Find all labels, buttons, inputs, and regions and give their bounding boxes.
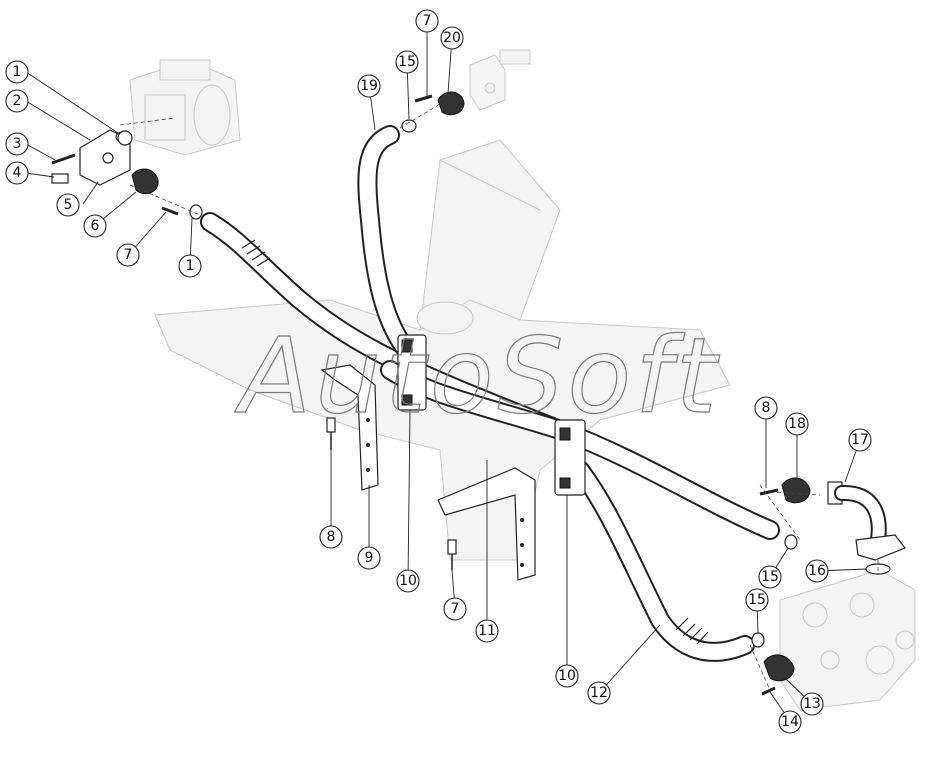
flange-20 [437, 91, 465, 116]
svg-text:8: 8 [762, 400, 771, 416]
svg-text:8: 8 [327, 529, 336, 545]
svg-text:7: 7 [451, 601, 460, 617]
oring-1 [117, 130, 203, 220]
callout-10b: 10 [555, 664, 579, 688]
callout-7a: 7 [116, 243, 140, 267]
callout-2: 2 [5, 89, 29, 113]
svg-text:1: 1 [13, 64, 22, 80]
svg-text:7: 7 [124, 247, 133, 263]
pump-ghost [129, 59, 241, 156]
svg-text:11: 11 [478, 623, 496, 639]
callout-7b: 7 [415, 9, 439, 33]
svg-text:15: 15 [748, 592, 766, 608]
clamp-right [554, 419, 586, 496]
bolt-14 [761, 686, 776, 696]
svg-text:10: 10 [558, 668, 576, 684]
bolt-8-right [759, 488, 779, 496]
hose-ribs [241, 239, 709, 645]
svg-text:6: 6 [91, 218, 100, 234]
flange-6 [131, 168, 159, 195]
clamp-left [397, 334, 427, 411]
callout-11: 11 [475, 619, 499, 643]
svg-text:15: 15 [398, 54, 416, 70]
callout-15b: 15 [758, 565, 782, 589]
svg-text:5: 5 [64, 197, 73, 213]
hose-19 [357, 125, 425, 370]
callout-12: 12 [587, 681, 611, 705]
hose-12 [570, 460, 755, 662]
callout-14: 14 [778, 710, 802, 734]
elbow-17 [827, 481, 906, 561]
bracket-11 [437, 467, 536, 581]
svg-text:19: 19 [360, 78, 378, 94]
bolt-7-top [414, 94, 433, 103]
callout-19: 19 [357, 74, 381, 98]
autosoft-watermark: AutoSoft [233, 314, 721, 437]
svg-text:3: 3 [13, 136, 22, 152]
valve-ghost [779, 569, 916, 711]
callout-3: 3 [5, 132, 29, 156]
callout-10a: 10 [396, 569, 420, 593]
svg-text:16: 16 [808, 563, 826, 579]
callout-17: 17 [848, 428, 872, 452]
svg-text:15: 15 [761, 569, 779, 585]
svg-text:AutoSoft: AutoSoft [234, 315, 721, 437]
callout-13: 13 [800, 692, 824, 716]
svg-text:10: 10 [399, 573, 417, 589]
flange-13 [763, 654, 795, 682]
svg-text:17: 17 [851, 432, 869, 448]
svg-text:13: 13 [803, 696, 821, 712]
callout-15c: 15 [745, 588, 769, 612]
svg-text:18: 18 [788, 416, 806, 432]
callout-5: 5 [56, 193, 80, 217]
callout-1b: 1 [178, 254, 202, 278]
callout-8b: 8 [754, 396, 778, 420]
callout-15a: 15 [395, 50, 419, 74]
svg-text:2: 2 [13, 93, 22, 109]
callout-18: 18 [785, 412, 809, 436]
callout-9: 9 [357, 546, 381, 570]
callout-1a: 1 [5, 60, 29, 84]
fitting-4 [51, 173, 69, 184]
oring-15-top [401, 119, 417, 133]
callout-6: 6 [83, 214, 107, 238]
svg-text:12: 12 [590, 685, 608, 701]
bracket-9 [320, 364, 379, 491]
svg-text:1: 1 [186, 258, 195, 274]
svg-text:4: 4 [13, 165, 22, 181]
flange-18 [781, 477, 811, 504]
chassis-frame-ghost [154, 139, 731, 561]
callout-16: 16 [805, 559, 829, 583]
alignment-lines [119, 103, 879, 691]
callout-20: 20 [440, 26, 464, 50]
manifold-ghost [469, 49, 531, 111]
bolt-7-left [161, 206, 179, 216]
callout-7c: 7 [443, 597, 467, 621]
leader-lines [25, 21, 867, 722]
bolt-3 [51, 153, 76, 165]
svg-text:9: 9 [365, 550, 374, 566]
callout-8a: 8 [319, 525, 343, 549]
hose-main-left [200, 212, 780, 540]
bolt-8-left [326, 417, 336, 450]
svg-text:20: 20 [443, 30, 461, 46]
bolt-7-center [447, 539, 457, 570]
callout-4: 4 [5, 161, 29, 185]
svg-text:14: 14 [781, 714, 799, 730]
svg-text:7: 7 [423, 13, 432, 29]
